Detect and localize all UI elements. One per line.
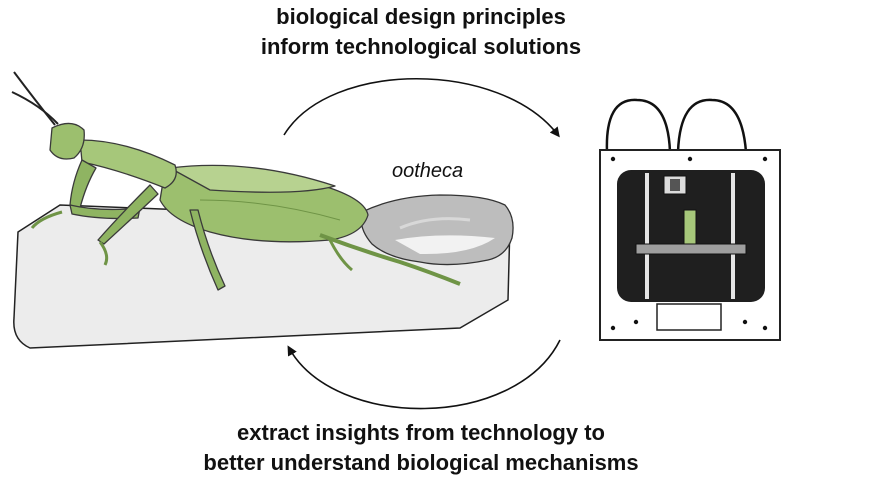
ootheca-label: ootheca (392, 160, 464, 182)
top-caption-line2: inform technological solutions (260, 34, 582, 59)
ootheca (360, 194, 514, 266)
arrow-bottom (287, 339, 561, 410)
arrow-top (283, 78, 560, 138)
top-caption-line1: biological design principles (276, 4, 566, 29)
mantis (11, 71, 461, 291)
bottom-caption: extract insights from technology to bett… (0, 418, 866, 478)
3d-printer (599, 98, 781, 341)
bottom-caption-line1: extract insights from technology to (237, 420, 605, 445)
top-caption: biological design principles inform tech… (0, 2, 866, 62)
bottom-caption-line2: better understand biological mechanisms (203, 450, 639, 475)
